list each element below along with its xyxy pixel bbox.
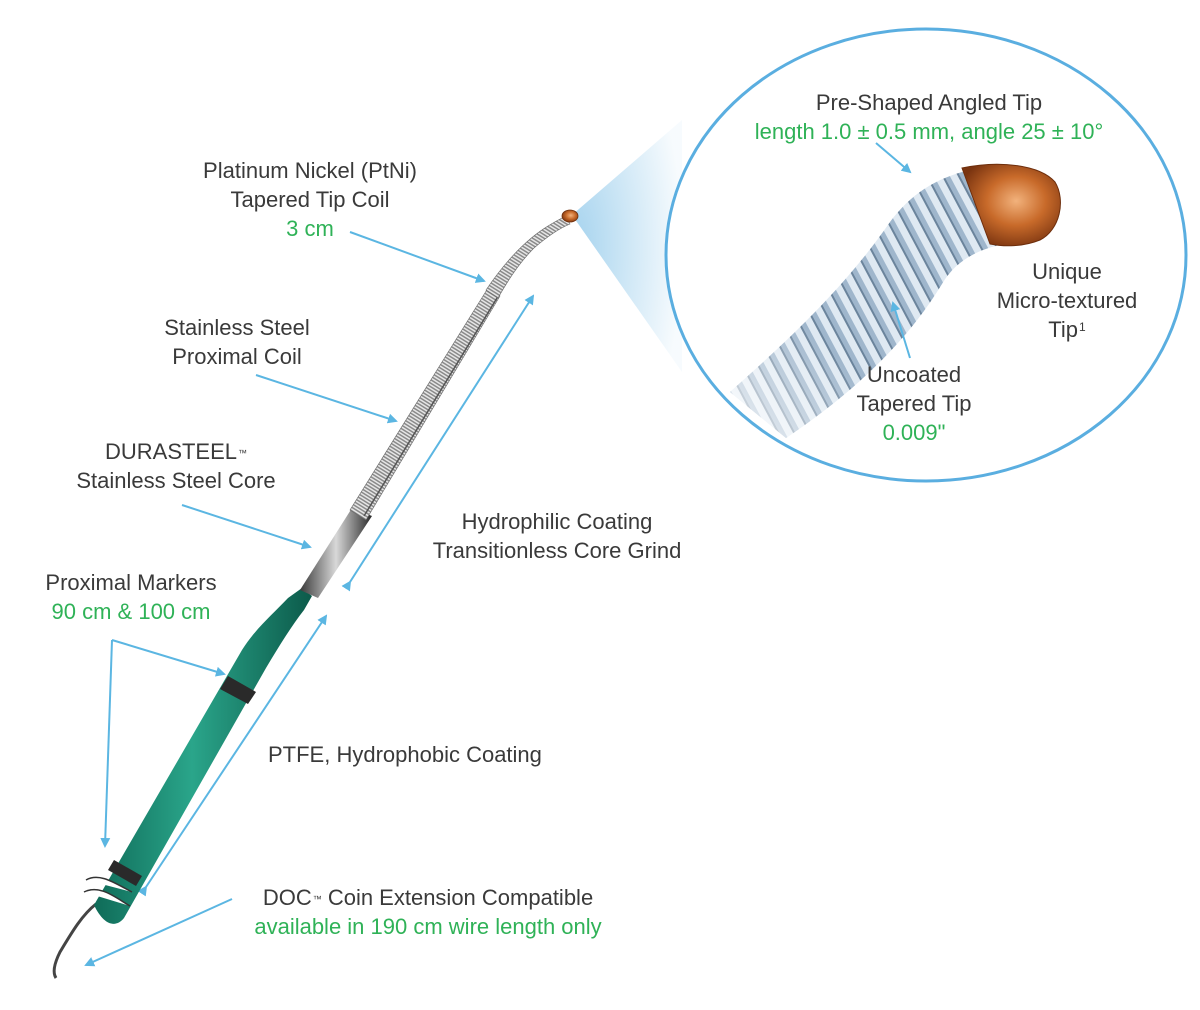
doc-label: DOC™ Coin Extension Compatible available… — [254, 883, 601, 941]
doc-name: DOC — [262, 885, 312, 910]
doc-rest: Coin Extension Compatible — [321, 885, 594, 910]
ss-coil-line1: Stainless Steel — [164, 315, 310, 340]
markers-label: Proximal Markers 90 cm & 100 cm — [45, 568, 216, 626]
leader-arrows — [84, 142, 912, 967]
hydrophilic-label: Hydrophilic Coating Transitionless Core … — [433, 507, 682, 565]
hydrophilic-line2: Transitionless Core Grind — [432, 538, 682, 563]
ss-coil-line2: Proximal Coil — [172, 344, 302, 369]
micro-tip-line2: Micro-textured — [996, 288, 1138, 313]
micro-tip-line1: Unique — [1032, 259, 1102, 284]
arrow-durasteel — [181, 504, 312, 550]
magnifier-beam — [572, 120, 682, 372]
break-mark — [83, 876, 133, 907]
micro-tip-label: Unique Micro-textured Tip1 — [997, 257, 1138, 344]
durasteel-line2: Stainless Steel Core — [76, 468, 276, 493]
arrow-marker-upper — [111, 639, 226, 677]
steel-core — [300, 508, 372, 598]
zoom-tip-label: Pre-Shaped Angled Tip length 1.0 ± 0.5 m… — [755, 88, 1104, 146]
ptfe-text: PTFE, Hydrophobic Coating — [268, 742, 542, 767]
doc-spec: available in 190 cm wire length only — [254, 914, 602, 939]
uncoated-spec: 0.009" — [882, 420, 946, 445]
range-ptfe — [137, 614, 328, 897]
zoom-tip-title: Pre-Shaped Angled Tip — [815, 90, 1043, 115]
arrow-uncoated — [890, 301, 911, 359]
range-hydrophilic — [341, 294, 535, 592]
core-wire-inner — [363, 279, 509, 517]
durasteel-tm: ™ — [238, 448, 248, 458]
uncoated-line1: Uncoated — [866, 362, 962, 387]
zoom-circle — [664, 27, 1188, 483]
arrow-zoom-title — [875, 142, 912, 174]
proximal-end-wire — [52, 902, 97, 979]
arrow-ss-coil — [255, 374, 398, 424]
copper-tip — [561, 209, 579, 223]
ss-coil-label: Stainless Steel Proximal Coil — [164, 313, 310, 371]
stainless-proximal-coil — [349, 287, 501, 521]
green-jacket — [94, 588, 312, 924]
durasteel-label: DURASTEEL™ Stainless Steel Core — [76, 437, 275, 495]
guidewire — [52, 209, 579, 979]
markers-spec: 90 cm & 100 cm — [51, 599, 211, 624]
micro-tip-footnote: 1 — [1079, 320, 1086, 334]
ptfe-label: PTFE, Hydrophobic Coating — [268, 740, 542, 769]
arrow-marker-lower — [100, 639, 113, 848]
uncoated-line2: Tapered Tip — [856, 391, 972, 416]
micro-tip-line3: Tip — [1048, 317, 1079, 342]
ptni-spec: 3 cm — [286, 216, 334, 241]
doc-tm: ™ — [312, 894, 322, 904]
hydrophilic-line1: Hydrophilic Coating — [461, 509, 653, 534]
markers-title: Proximal Markers — [45, 570, 217, 595]
uncoated-label: Uncoated Tapered Tip 0.009" — [857, 360, 972, 447]
arrow-doc — [84, 898, 233, 967]
durasteel-name: DURASTEEL — [104, 439, 238, 464]
zoom-tip-spec: length 1.0 ± 0.5 mm, angle 25 ± 10° — [754, 119, 1104, 144]
ptni-line2: Tapered Tip Coil — [230, 187, 390, 212]
zoomed-copper-tip — [961, 163, 1061, 247]
marker-band-90cm — [108, 860, 142, 886]
ptni-label: Platinum Nickel (PtNi) Tapered Tip Coil … — [203, 156, 417, 243]
ptni-line1: Platinum Nickel (PtNi) — [203, 158, 417, 183]
ptni-tip-coil — [485, 215, 571, 299]
arrow-ptni — [349, 231, 486, 283]
marker-band-100cm — [220, 676, 256, 704]
